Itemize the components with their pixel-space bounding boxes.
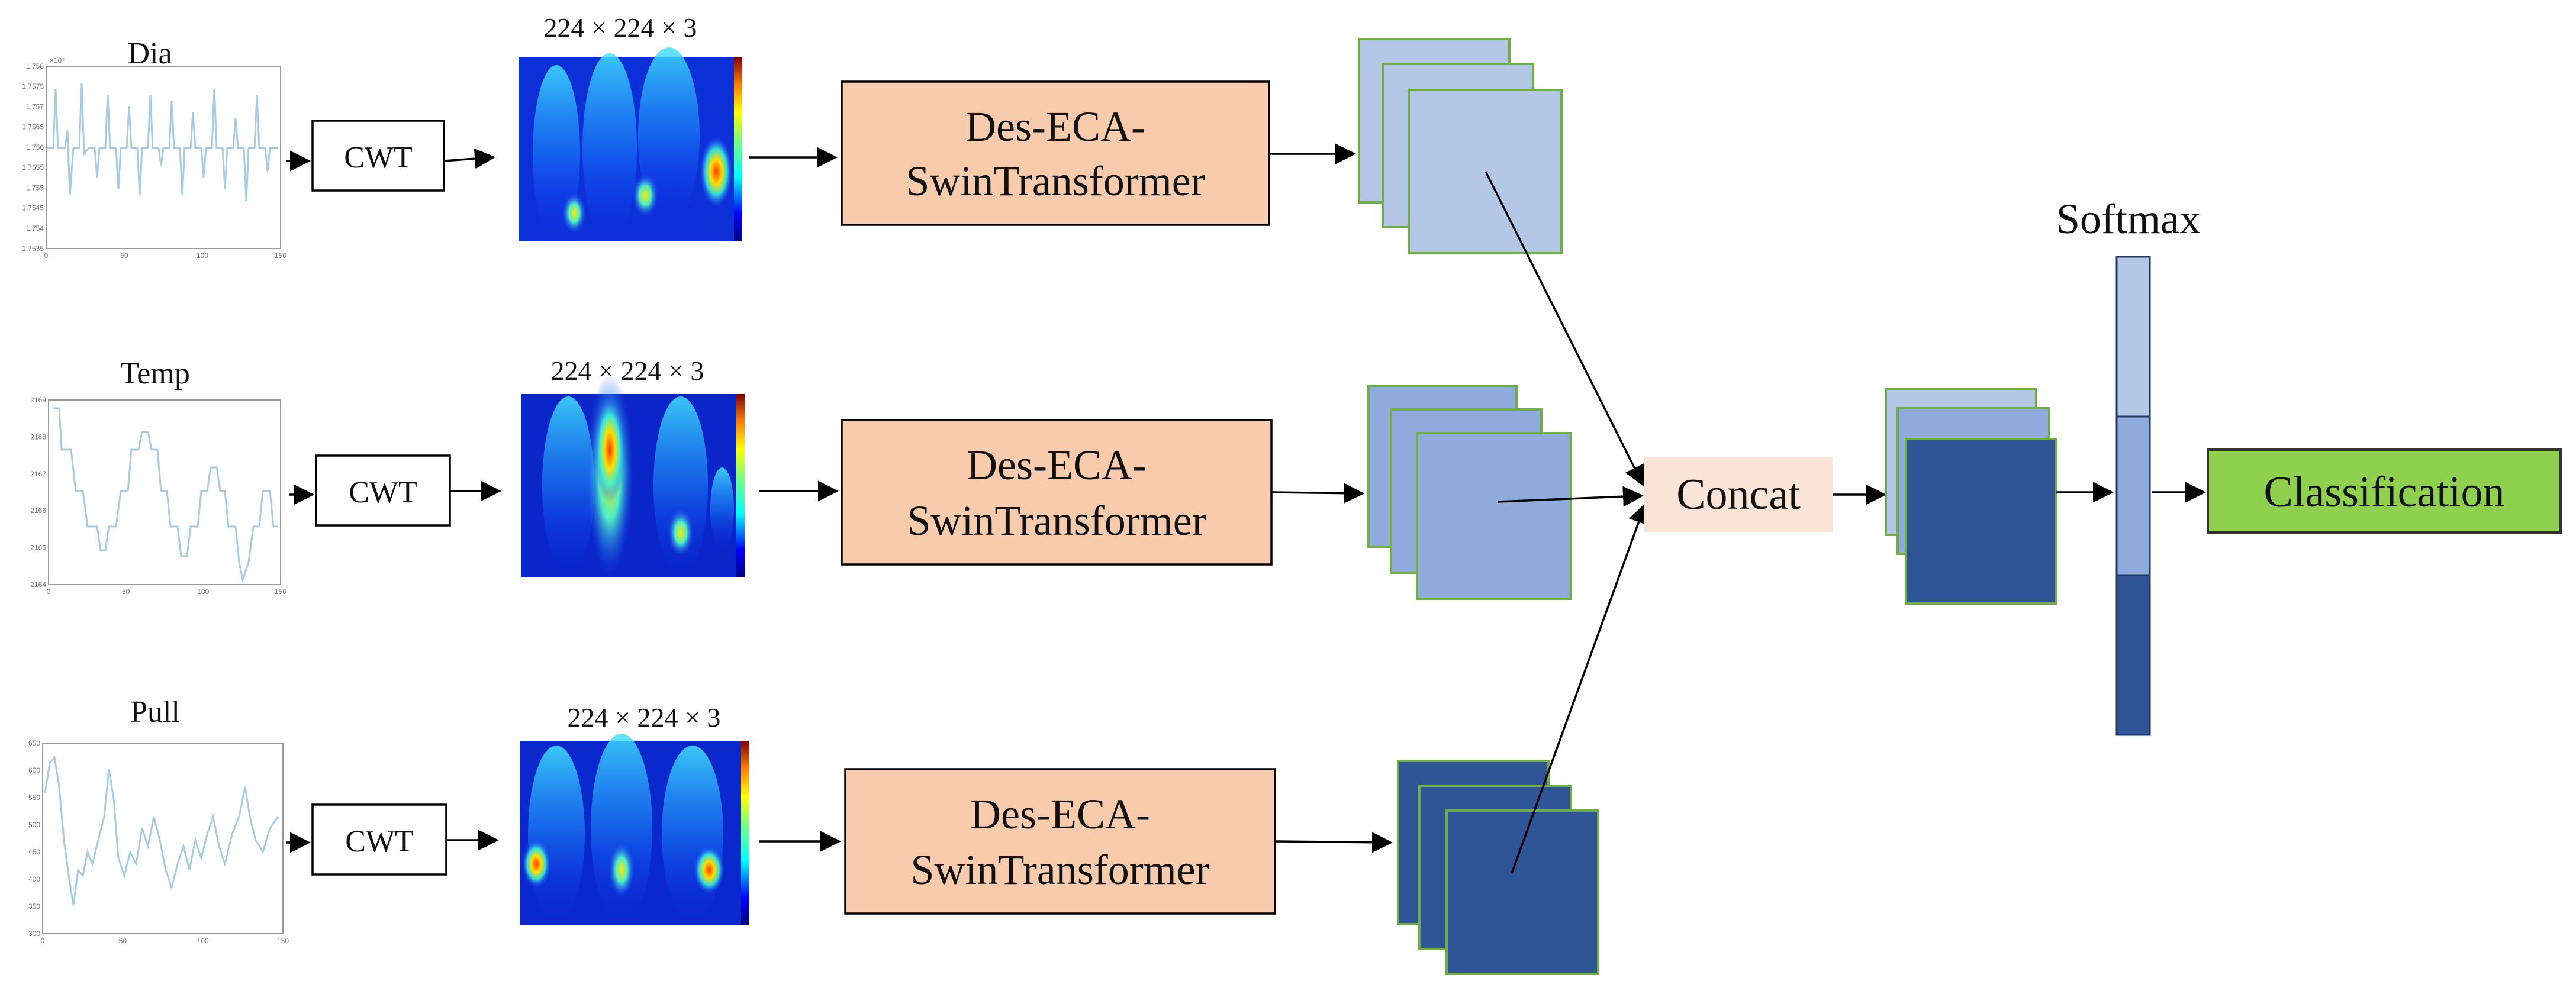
signal-ytick-label: 450 <box>28 848 40 856</box>
signal-ytick-label: 2165 <box>30 544 46 552</box>
signal-ytick-label: 600 <box>28 766 40 774</box>
signal-xtick-label: 0 <box>44 251 49 260</box>
fused-feature-stack <box>1885 388 2057 605</box>
signal-ytick-label: 2166 <box>30 506 46 515</box>
signal-ytick-label: 1.7555 <box>22 163 44 172</box>
signal-ytick-label: 1.7545 <box>22 204 44 212</box>
model-box-dia <box>841 80 1270 226</box>
signal-xtick-label: 0 <box>41 937 45 945</box>
signal-label-pull: Pull <box>130 695 180 729</box>
model-label-line1-pull: Des-ECA- <box>970 790 1150 838</box>
signal-ytick-label: 2168 <box>30 433 46 441</box>
arrow-features-temp-to-concat <box>1497 486 1644 507</box>
cwt-label-dia: CWT <box>344 141 413 175</box>
model-box-temp <box>841 419 1273 566</box>
signal-ytick-label: 1.7565 <box>22 123 44 131</box>
spectrogram-size-label-temp: 224 × 224 × 3 <box>551 356 704 386</box>
feature-stack-temp <box>1367 385 1572 600</box>
cwt-box-temp <box>315 454 451 527</box>
spectrogram-pull <box>520 734 749 925</box>
model-label-line2-dia: SwinTransformer <box>906 157 1205 205</box>
signal-ytick-label: 350 <box>28 902 40 911</box>
signal-ytick-label: 300 <box>28 930 40 938</box>
signal-ytick-label: 1.757 <box>26 102 44 111</box>
signal-plot-temp: 2169 2168 2167 2166 2165 2164 0 50 100 150 <box>30 396 286 596</box>
arrow-features-pull-to-concat <box>1511 502 1648 874</box>
signal-xtick-label: 100 <box>197 937 209 945</box>
signal-ytick-label: 1.7535 <box>22 244 44 253</box>
signal-xtick-label: 50 <box>120 251 128 260</box>
softmax-label: Softmax <box>2056 195 2201 243</box>
signal-exponent-dia: ×10⁴ <box>50 56 65 64</box>
signal-trace-temp <box>53 407 278 583</box>
spectrogram-dia <box>519 47 742 243</box>
signal-ytick-label: 1.754 <box>26 224 44 233</box>
signal-ytick-label: 1.755 <box>26 183 44 192</box>
signal-xtick-label: 50 <box>119 937 127 945</box>
arrow-model-to-features-pull <box>1274 832 1393 853</box>
signal-ytick-label: 400 <box>28 875 40 883</box>
spectrogram-temp <box>521 373 745 577</box>
signal-plot-pull: 650 600 550 500 450 400 350 300 0 50 100 150 <box>28 739 289 945</box>
signal-xtick-label: 50 <box>122 588 130 596</box>
concat-box <box>1644 457 1833 532</box>
signal-xtick-label: 100 <box>197 588 209 596</box>
signal-xtick-label: 150 <box>275 588 286 596</box>
signal-label-dia: Dia <box>127 37 172 70</box>
model-label-line1-dia: Des-ECA- <box>965 103 1145 150</box>
signal-xtick-label: 100 <box>197 251 208 260</box>
signal-plot-dia: ×10⁴ 1.758 1.7575 1.757 1.7565 1.756 1.7555 1.… <box>22 56 286 260</box>
signal-xtick-label: 150 <box>275 251 286 260</box>
branch-dia: Dia ×10⁴ 1.758 1.7575 1.757 1.7565 1.756 1.75… <box>22 12 1563 260</box>
cwt-box-pull <box>311 803 447 876</box>
signal-ytick-label: 2167 <box>30 470 46 478</box>
signal-label-temp: Temp <box>120 357 190 390</box>
signal-trace-dia <box>47 82 278 202</box>
signal-ytick-label: 2169 <box>30 396 46 404</box>
signal-ytick-label: 550 <box>28 793 40 802</box>
signal-ytick-label: 1.7575 <box>22 82 44 91</box>
signal-xtick-label: 150 <box>277 937 289 945</box>
softmax-bar <box>2115 256 2151 736</box>
feature-stack-dia <box>1358 38 1563 254</box>
signal-trace-pull <box>44 755 279 906</box>
signal-ytick-label: 650 <box>28 739 40 747</box>
arrow-cwt-to-spectrogram-dia <box>443 148 495 169</box>
cwt-label-temp: CWT <box>349 476 417 509</box>
arrow-model-to-features-temp <box>1271 483 1364 504</box>
feature-stack-pull <box>1397 760 1599 975</box>
signal-ytick-label: 500 <box>28 821 40 829</box>
arrow-features-dia-to-concat <box>1485 171 1644 487</box>
spectrogram-size-label-dia: 224 × 224 × 3 <box>544 12 697 43</box>
cwt-box-dia <box>311 120 445 192</box>
model-label-line1-temp: Des-ECA- <box>967 441 1147 489</box>
signal-ytick-label: 2164 <box>30 580 46 589</box>
model-label-line2-temp: SwinTransformer <box>907 497 1206 544</box>
classification-label: Classification <box>2264 468 2505 517</box>
model-label-line2-pull: SwinTransformer <box>910 846 1209 893</box>
signal-xtick-label: 0 <box>47 588 51 596</box>
classification-box <box>2207 448 2562 534</box>
spectrogram-size-label-pull: 224 × 224 × 3 <box>568 702 721 732</box>
signal-ytick-label: 1.756 <box>26 143 44 151</box>
concat-label: Concat <box>1676 470 1801 519</box>
cwt-label-pull: CWT <box>345 825 414 859</box>
signal-ytick-label: 1.758 <box>26 62 44 70</box>
